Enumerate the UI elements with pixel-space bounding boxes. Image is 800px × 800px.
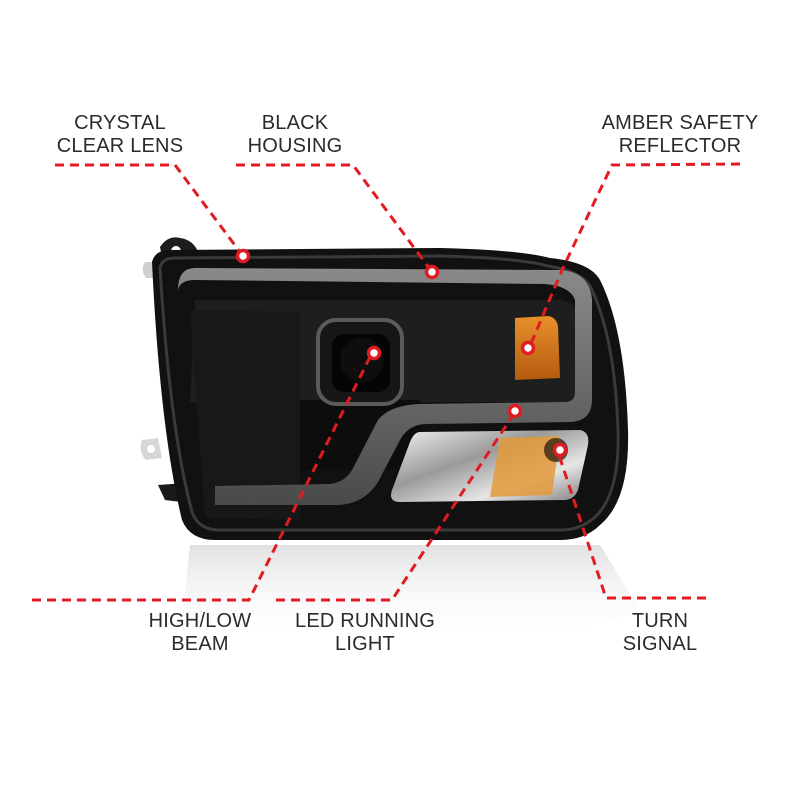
marker-amber-safety-reflector [520,340,536,356]
label-turn-signal: TURN SIGNAL [622,610,698,655]
label-high-low-beam: HIGH/LOW BEAM [148,610,252,655]
label-led-running-light: LED RUNNING LIGHT [295,610,435,655]
callout-line-black-housing [236,163,434,273]
callout-line-high-low-beam [32,352,374,602]
marker-black-housing [424,264,440,280]
label-black-housing: BLACK HOUSING [247,112,343,157]
marker-led-running-light [507,403,523,419]
callout-line-amber-safety-reflector [528,162,741,347]
callout-line-turn-signal [556,451,706,600]
reflection [180,545,640,642]
crystal-clear-lens-rim [158,254,620,532]
marker-crystal-clear-lens [235,248,251,264]
label-amber-safety-reflector: AMBER SAFETY REFLECTOR [601,112,759,157]
callout-line-crystal-clear-lens [55,163,245,257]
amber-safety-reflector [515,316,560,380]
marker-high-low-beam [366,345,382,361]
label-crystal-clear-lens: CRYSTAL CLEAR LENS [56,112,184,157]
callout-line-led-running-light [276,411,517,602]
led-light-bar [178,268,592,505]
marker-turn-signal [552,442,568,458]
